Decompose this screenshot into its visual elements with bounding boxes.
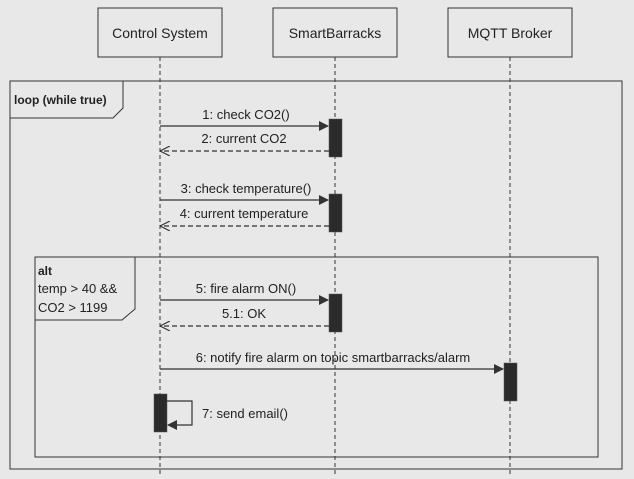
message-7[interactable]: 7: send email(): [167, 400, 288, 430]
loop-fragment: loop (while true): [9, 80, 623, 470]
message-label: 5.1: OK: [222, 306, 266, 321]
loop-fragment-label: loop (while true): [14, 93, 107, 107]
message-label: 5: fire alarm ON(): [196, 281, 296, 296]
alt-fragment: alt temp > 40 && CO2 > 1199: [34, 256, 599, 458]
alt-guard-line-2: CO2 > 1199: [38, 300, 108, 315]
message-4[interactable]: 4: current temperature: [161, 206, 329, 226]
participant-label: SmartBarracks: [289, 25, 382, 41]
activation-bar: [328, 193, 343, 233]
message-1[interactable]: 1: check CO2(): [160, 107, 329, 131]
activation-bar: [328, 293, 343, 333]
message-label: 7: send email(): [202, 406, 288, 421]
message-5-1[interactable]: 5.1: OK: [161, 306, 329, 326]
participant-control-system[interactable]: Control System: [97, 7, 223, 58]
message-label: 4: current temperature: [180, 206, 309, 221]
message-2[interactable]: 2: current CO2: [161, 131, 329, 151]
participant-smartbarracks[interactable]: SmartBarracks: [272, 7, 398, 58]
alt-fragment-label: alt: [38, 264, 52, 278]
message-3[interactable]: 3: check temperature(): [160, 181, 329, 205]
message-label: 1: check CO2(): [202, 107, 289, 122]
message-6[interactable]: 6: notify fire alarm on topic smartbarra…: [160, 350, 504, 374]
activation-bar: [328, 118, 343, 158]
message-label: 2: current CO2: [201, 131, 286, 146]
participant-mqtt-broker[interactable]: MQTT Broker: [447, 7, 573, 58]
participant-label: MQTT Broker: [468, 25, 553, 41]
activation-bar: [503, 362, 518, 402]
alt-guard-line-1: temp > 40 &&: [38, 281, 117, 296]
message-label: 3: check temperature(): [181, 181, 312, 196]
message-5[interactable]: 5: fire alarm ON(): [160, 281, 329, 305]
activation-bar: [153, 393, 168, 433]
message-label: 6: notify fire alarm on topic smartbarra…: [196, 350, 471, 365]
participant-label: Control System: [112, 25, 208, 41]
